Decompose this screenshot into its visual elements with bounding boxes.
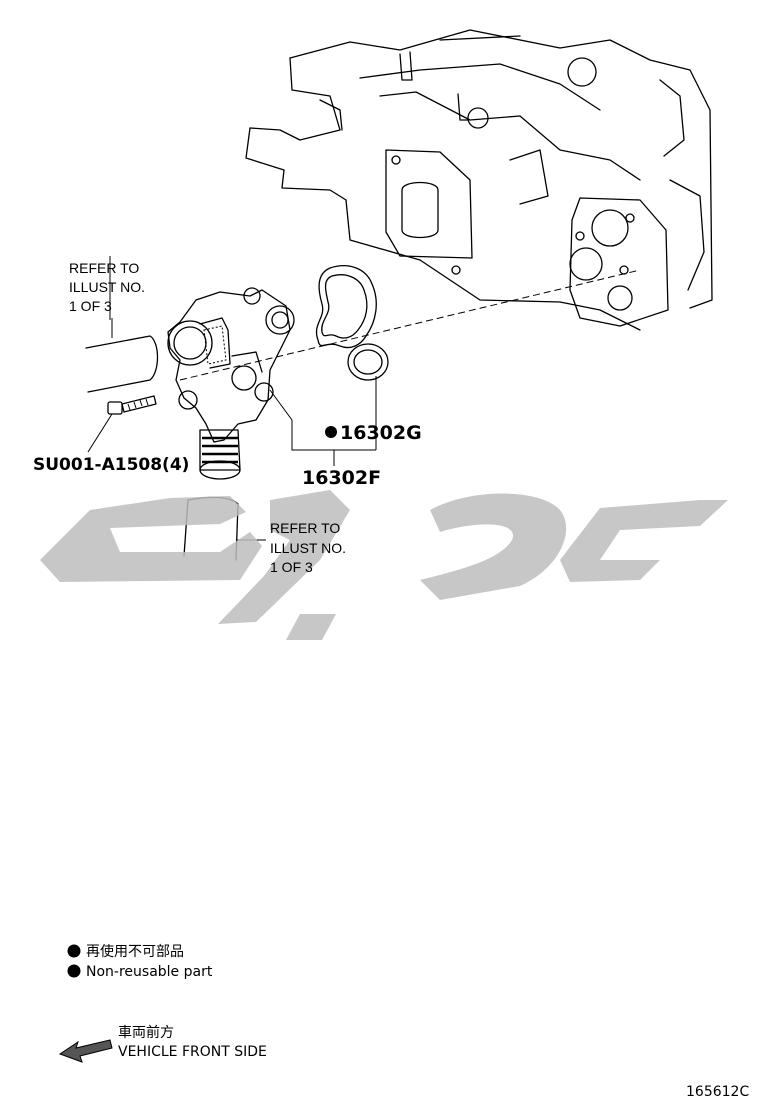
front-jp: 車両前方 — [118, 1024, 174, 1041]
front-en: VEHICLE FRONT SIDE — [118, 1044, 267, 1060]
non-reusable-marker — [325, 426, 337, 438]
refer-top-line3: 1 OF 3 — [69, 298, 112, 314]
refer-top-line2: ILLUST NO. — [69, 279, 145, 295]
legend-en: Non-reusable part — [86, 964, 213, 980]
legend-jp: 再使用不可部品 — [86, 943, 184, 960]
refer-mid-line2: ILLUST NO. — [270, 540, 346, 556]
thermostat-housing — [167, 287, 295, 480]
legend-bullet-jp — [67, 944, 81, 958]
refer-mid-line3: 1 OF 3 — [270, 559, 313, 575]
engine-block — [245, 29, 713, 331]
bolt — [107, 395, 157, 415]
diagram-code: 165612C — [686, 1084, 749, 1100]
legend-bullet-en — [67, 964, 81, 978]
refer-top-line1: REFER TO — [69, 260, 139, 276]
watermark-logo — [40, 490, 728, 640]
gasket — [315, 265, 389, 381]
part-16302f: 16302F — [302, 467, 381, 489]
alignment-line — [179, 269, 641, 381]
hose-upper — [85, 335, 159, 393]
part-16302g: 16302G — [340, 422, 422, 444]
refer-mid-line1: REFER TO — [270, 520, 340, 536]
part-bolt: SU001-A1508(4) — [33, 455, 189, 475]
vehicle-front-arrow-icon — [58, 1039, 113, 1063]
